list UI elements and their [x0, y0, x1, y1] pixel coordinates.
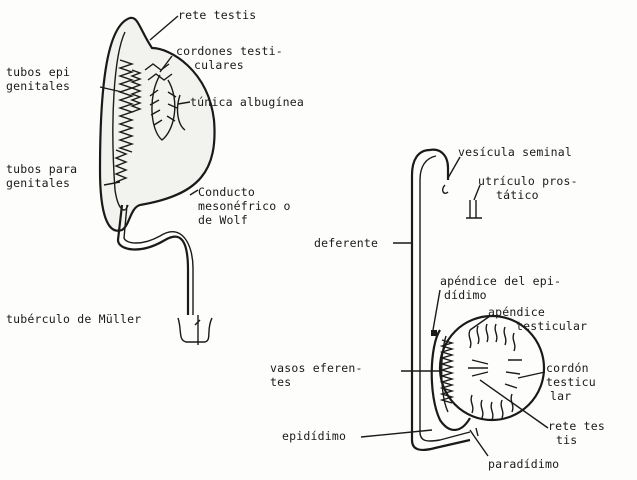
label-tubos-paragenitales-1: tubos para — [6, 163, 77, 176]
label-rete-testis-right-2: tis — [556, 434, 577, 447]
label-cordones-testiculares-2: culares — [194, 59, 244, 72]
label-cordones-testiculares-1: cordones testi- — [176, 45, 283, 58]
label-vesicula-seminal: vesícula seminal — [458, 146, 572, 159]
label-tuberculo-muller: tubérculo de Müller — [6, 313, 141, 326]
label-epididimo: epidídimo — [282, 430, 346, 443]
label-apendice-testicular-2: testicular — [516, 320, 587, 333]
label-conducto-3: de Wolf — [198, 214, 248, 227]
label-utriculo-1: utrículo pros- — [478, 175, 578, 188]
label-tubos-paragenitales-2: genitales — [6, 177, 70, 190]
label-paradidimo: paradídimo — [488, 458, 559, 471]
label-utriculo-2: tático — [496, 189, 539, 202]
label-cordon-testicular-2: testicu — [546, 376, 596, 389]
label-apendice-epididimo-1: apéndice del epi- — [440, 275, 561, 288]
label-apendice-testicular-1: apéndice — [488, 306, 545, 319]
label-tunica-albuginea: túnica albugínea — [190, 96, 304, 109]
label-tubos-epigenitales-2: genitales — [6, 80, 70, 93]
label-vasos-eferentes-1: vasos eferen- — [270, 362, 363, 375]
label-conducto-1: Conducto — [198, 186, 255, 199]
label-rete-testis-top: rete testis — [178, 9, 256, 22]
label-conducto-2: mesonéfrico o — [198, 200, 291, 213]
label-tubos-epigenitales-1: tubos epi — [6, 66, 70, 79]
label-vasos-eferentes-2: tes — [270, 376, 291, 389]
label-deferente: deferente — [314, 237, 378, 250]
label-cordon-testicular-3: lar — [550, 390, 571, 403]
label-rete-testis-right-1: rete tes — [548, 420, 605, 433]
label-apendice-epididimo-2: dídimo — [444, 289, 487, 302]
label-cordon-testicular-1: cordón — [546, 362, 589, 375]
